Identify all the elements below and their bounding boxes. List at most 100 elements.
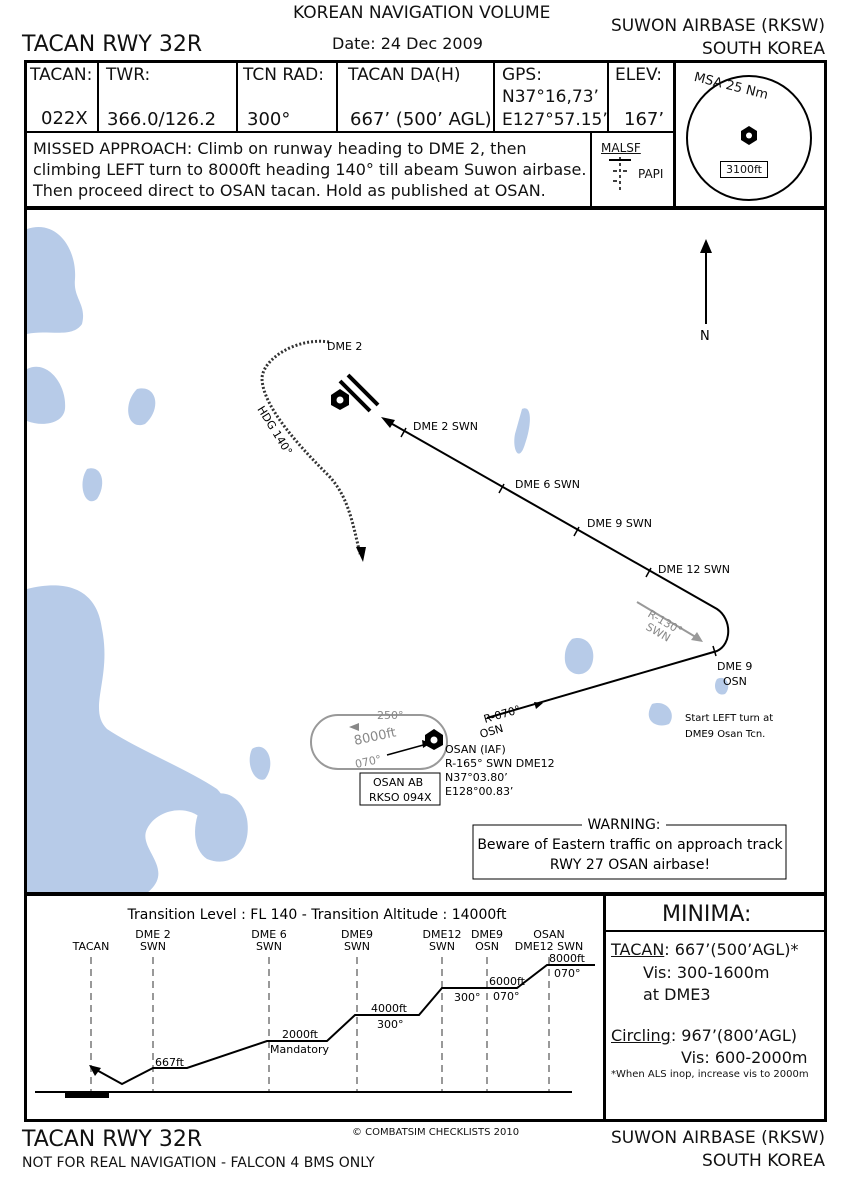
tower-frequency: 366.0/126.2	[107, 109, 217, 130]
alt-6000-label: 6000ft	[489, 975, 526, 988]
footer-copyright: © COMBATSIM CHECKLISTS 2010	[352, 1127, 520, 1138]
warning-text: Beware of Eastern traffic on approach tr…	[477, 837, 783, 853]
alt-667-label: 667ft	[155, 1056, 185, 1069]
north-arrow-head	[700, 239, 712, 253]
missed-approach-line: climbing LEFT turn to 8000ft heading 140…	[33, 160, 587, 179]
runway-bar	[65, 1092, 109, 1098]
minima-divider	[606, 930, 824, 932]
alt-8000-label: 8000ft	[549, 952, 586, 965]
warning-title-bg	[582, 815, 666, 833]
runway-symbol	[346, 373, 380, 407]
holding-pattern	[310, 714, 448, 770]
fix-label: OSN	[475, 940, 499, 953]
missed-approach-arrow	[356, 547, 366, 562]
dme9-swn-label: DME 9 SWN	[587, 517, 652, 530]
dme-tick	[498, 483, 505, 494]
approach-arrow	[381, 417, 395, 428]
dme6-swn-label: DME 6 SWN	[515, 478, 580, 491]
water-area	[249, 746, 271, 780]
course-300-label: 300°	[454, 991, 481, 1004]
missed-approach-line: Then proceed direct to OSAN tacan. Hold …	[33, 181, 546, 200]
minima-note: *When ALS inop, increase vis to 2000m	[611, 1069, 809, 1080]
minima-circling-vis: Vis: 600-2000m	[681, 1048, 808, 1067]
dme2-swn-label: DME 2 SWN	[413, 420, 478, 433]
fix-label: SWN	[344, 940, 370, 953]
footer-airbase: SUWON AIRBASE (RKSW)	[610, 1128, 825, 1148]
dme-tick	[712, 645, 717, 657]
profile-view: Transition Level : FL 140 - Transition A…	[35, 907, 595, 1098]
warning-text: RWY 27 OSAN airbase!	[550, 857, 710, 873]
missed-approach-track	[260, 339, 362, 555]
alt-2000-label: 2000ft	[282, 1028, 319, 1041]
water-area	[27, 366, 66, 424]
osn-label: OSN	[723, 675, 747, 688]
r130-arrow	[691, 632, 703, 642]
osan-latitude: N37°03.80’	[445, 771, 508, 784]
r130-radial	[636, 601, 700, 640]
plan-view: N DME 2 HDG 140° DME 2 SWN DME 6 SWN DME…	[27, 227, 787, 893]
info-sep	[673, 60, 676, 210]
tower-label: TWR:	[106, 65, 151, 85]
hold-070-label: 070°	[354, 753, 383, 771]
info-divider	[24, 131, 674, 133]
volume-title: KOREAN NAVIGATION VOLUME	[293, 3, 551, 23]
minima-tacan-value: : 667’(500’AGL)*	[664, 940, 799, 959]
minima-tacan-vis: Vis: 300-1600m	[643, 963, 770, 982]
missed-approach-line: MISSED APPROACH: Climb on runway heading…	[33, 139, 527, 158]
fix-label: SWN	[429, 940, 455, 953]
osan-ab-label: OSAN AB	[373, 776, 423, 789]
elevation-value: 167’	[624, 109, 665, 130]
fix-lines	[90, 957, 550, 1091]
fix-label: DME9	[471, 928, 503, 941]
warning-title: WARNING:	[587, 817, 660, 833]
course-300-label: 300°	[377, 1018, 404, 1031]
osan-longitude: E128°00.83’	[445, 785, 513, 798]
minima-tacan-label: TACAN	[611, 940, 665, 959]
dme-ticks	[400, 427, 717, 657]
transition-label: Transition Level : FL 140 - Transition A…	[127, 907, 507, 923]
osan-tacan-icon	[425, 729, 443, 750]
dme-tick	[573, 526, 580, 537]
dme9-osn-label: DME 9	[717, 660, 752, 673]
minima-circling-value: : 967’(800’AGL)	[670, 1026, 798, 1045]
hold-altitude-label: 8000ft	[353, 725, 398, 749]
start-turn-label: DME9 Osan Tcn.	[685, 729, 765, 740]
minima-tacan: TACAN: 667’(500’AGL)*	[611, 940, 798, 959]
water-area	[128, 388, 156, 426]
procedure-title: TACAN RWY 32R	[22, 32, 203, 57]
mandatory-label: Mandatory	[270, 1043, 329, 1056]
info-sep	[336, 60, 338, 132]
tacan-symbol-icon	[741, 126, 757, 145]
fix-labels: TACAN DME 2 SWN DME 6 SWN DME9 SWN DME12…	[72, 928, 584, 953]
footer-country: SOUTH KOREA	[702, 1151, 825, 1171]
osan-ab-box	[359, 772, 441, 806]
water-area	[195, 793, 248, 862]
fix-label: DME 6	[251, 928, 286, 941]
gps-longitude: E127°57.15’	[502, 110, 608, 130]
info-sep	[607, 60, 609, 132]
info-sep	[236, 60, 238, 132]
profile-labels: 667ft 2000ft Mandatory 4000ft 300° 300° …	[155, 952, 586, 1069]
tacan-label: TACAN:	[30, 65, 93, 85]
water-area	[82, 468, 103, 502]
fix-label: OSAN	[533, 928, 565, 941]
water-area	[714, 677, 729, 695]
missed-approach-text: MISSED APPROACH: Climb on runway heading…	[33, 138, 586, 201]
footer-disclaimer: NOT FOR REAL NAVIGATION - FALCON 4 BMS O…	[22, 1155, 375, 1171]
suwon-tacan-icon	[331, 389, 349, 410]
tacan-da-label: TACAN DA(H)	[348, 65, 461, 85]
dme2-label: DME 2	[327, 340, 362, 353]
course-070-label: 070°	[554, 967, 581, 980]
chart-date: Date: 24 Dec 2009	[332, 34, 483, 53]
water-area	[514, 408, 530, 454]
fix-label: SWN	[140, 940, 166, 953]
runway-symbol	[338, 379, 372, 413]
approach-lighting-label: MALSF	[601, 141, 641, 155]
water-area	[564, 638, 594, 675]
osan-iaf-label: OSAN (IAF)	[445, 743, 506, 756]
papi-label: PAPI	[638, 167, 664, 181]
gps-latitude: N37°16,73’	[502, 87, 599, 107]
descent-profile	[92, 964, 595, 1086]
profile-divider	[603, 892, 606, 1122]
osan-rkso-label: RKSO 094X	[369, 791, 432, 804]
